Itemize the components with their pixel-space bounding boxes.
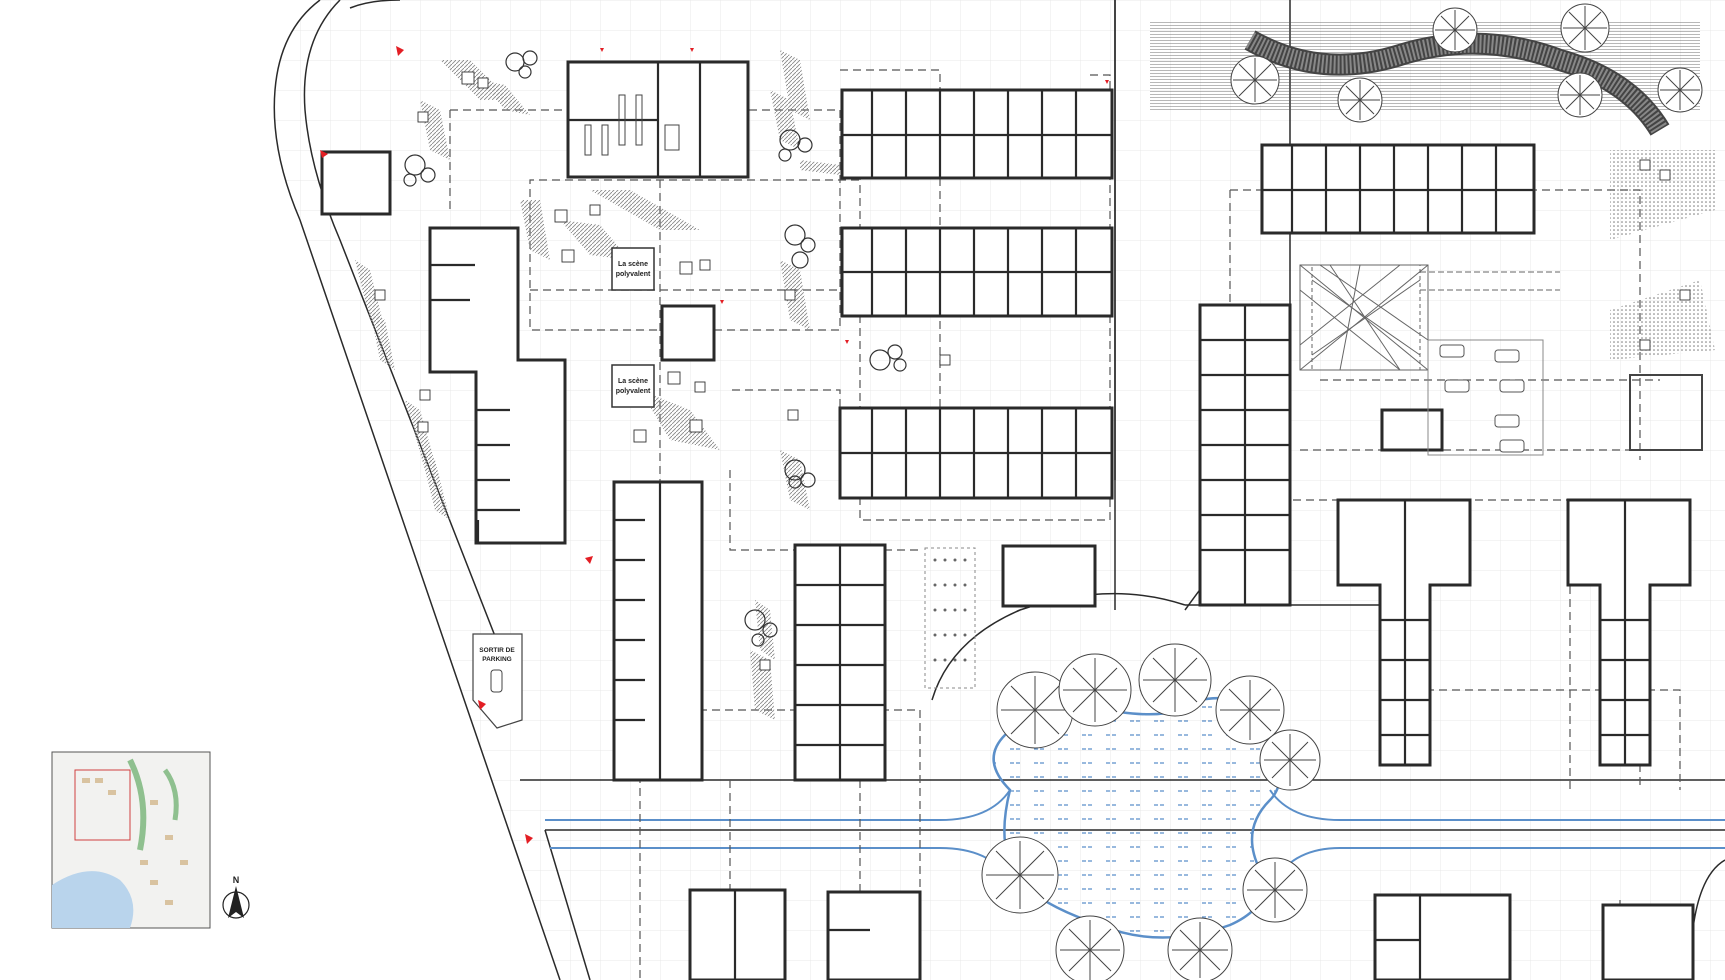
mini-map [51, 751, 211, 929]
stage-2: La scène polyvalent [611, 364, 655, 408]
seating-groups [374, 71, 1691, 671]
parking-exit-label: SORTIR DE [479, 647, 515, 654]
bench-clusters [403, 50, 907, 647]
stage-label: La scène [618, 378, 648, 385]
tree-icon [981, 643, 1321, 980]
interior-walls [430, 62, 1650, 980]
stage-label: polyvalent [616, 271, 651, 278]
outside-area [0, 0, 560, 980]
entrance-marker-icon [320, 46, 1109, 844]
parking-lot [924, 547, 976, 689]
north-arrow-icon: N [222, 875, 250, 919]
parking-exit-label: PARKING [482, 656, 512, 663]
stage-label: polyvalent [616, 388, 651, 395]
pavilion [1311, 264, 1560, 371]
north-label: N [233, 875, 240, 885]
stage-label: La scène [618, 261, 648, 268]
landscape-patch [1610, 150, 1715, 240]
car-icon [1439, 344, 1525, 453]
store-shelving [584, 94, 680, 156]
car-icon [490, 669, 503, 693]
tree-icon [1230, 3, 1703, 123]
stage-1: La scène polyvalent [611, 247, 655, 291]
